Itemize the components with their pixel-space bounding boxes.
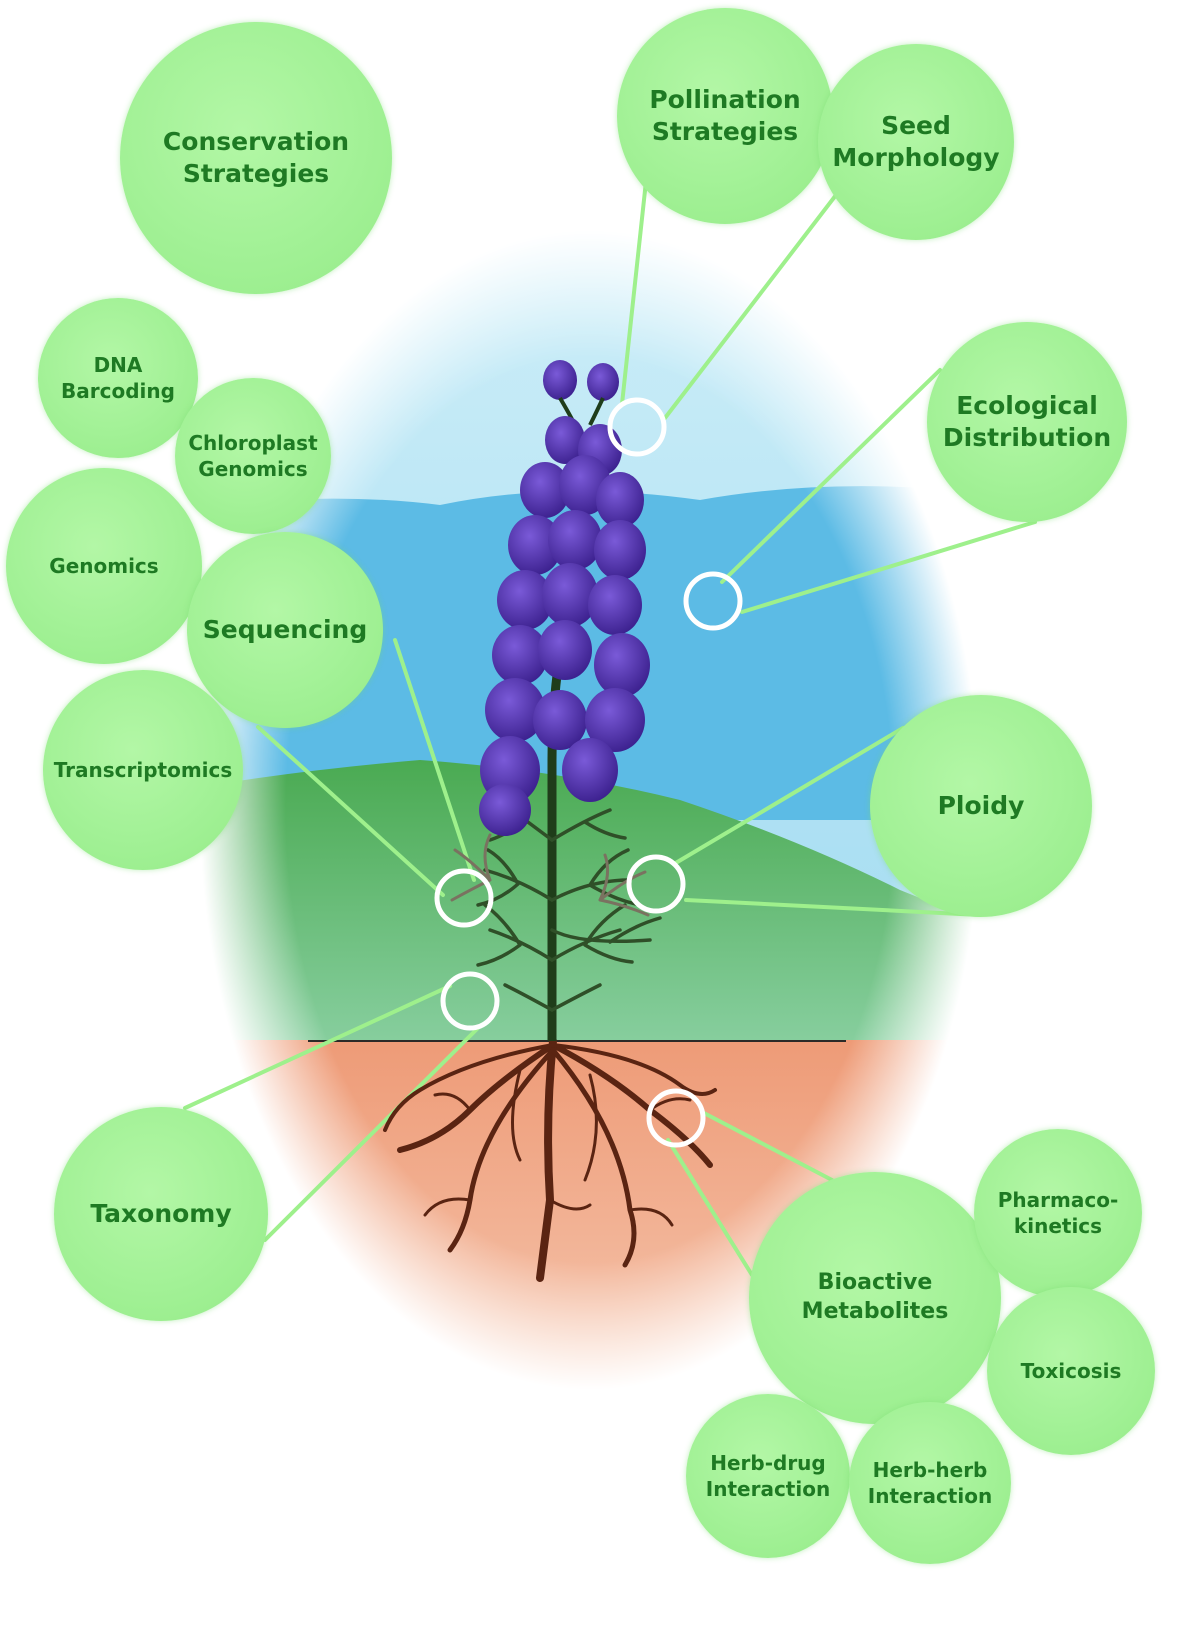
connector-sequencing-a xyxy=(256,725,445,897)
marker-habitat xyxy=(683,571,743,631)
flower-spike xyxy=(479,360,650,836)
bubble-seed-morphology: Seed Morphology xyxy=(818,44,1014,240)
bubble-pollination-strategies: Pollination Strategies xyxy=(617,8,833,224)
bubble-ploidy: Ploidy xyxy=(870,695,1092,917)
bubble-bioactive-metabolites: Bioactive Metabolites xyxy=(749,1172,1001,1424)
connector-taxonomy-b xyxy=(263,1026,480,1242)
marker-leaf-left xyxy=(434,868,494,928)
bubble-herb-herb-interaction: Herb-herb Interaction xyxy=(849,1402,1011,1564)
bubble-ecological-distribution: Ecological Distribution xyxy=(927,322,1127,522)
marker-root xyxy=(646,1088,706,1148)
bubble-transcriptomics: Transcriptomics xyxy=(43,670,243,870)
marker-rings xyxy=(434,397,743,1148)
bubble-chloroplast-genomics: Chloroplast Genomics xyxy=(175,378,331,534)
connector-bioactive-a xyxy=(700,1110,834,1182)
connector-sequencing-b xyxy=(393,638,476,882)
connector-pollination xyxy=(620,170,649,406)
connector-ecological-a xyxy=(720,368,942,584)
connector-lines xyxy=(183,170,1037,1277)
connector-taxonomy-a xyxy=(183,984,452,1110)
bubble-dna-barcoding: DNA Barcoding xyxy=(38,298,198,458)
bubble-sequencing: Sequencing xyxy=(187,532,383,728)
connector-bioactive-b xyxy=(666,1138,754,1277)
bubble-herb-drug-interaction: Herb-drug Interaction xyxy=(686,1394,850,1558)
marker-leaf-right xyxy=(626,854,686,914)
bubble-toxicosis: Toxicosis xyxy=(987,1287,1155,1455)
marker-flower-top xyxy=(607,397,667,457)
bubble-genomics: Genomics xyxy=(6,468,202,664)
connector-ecological-b xyxy=(740,520,1037,614)
bubble-pharmacokinetics: Pharmaco- kinetics xyxy=(974,1129,1142,1297)
connector-ploidy-b xyxy=(684,898,982,917)
marker-stem-base xyxy=(440,971,500,1031)
connector-ploidy-a xyxy=(672,726,905,866)
bubble-conservation-strategies: Conservation Strategies xyxy=(120,22,392,294)
bubble-taxonomy: Taxonomy xyxy=(54,1107,268,1321)
connector-seed xyxy=(663,193,838,420)
